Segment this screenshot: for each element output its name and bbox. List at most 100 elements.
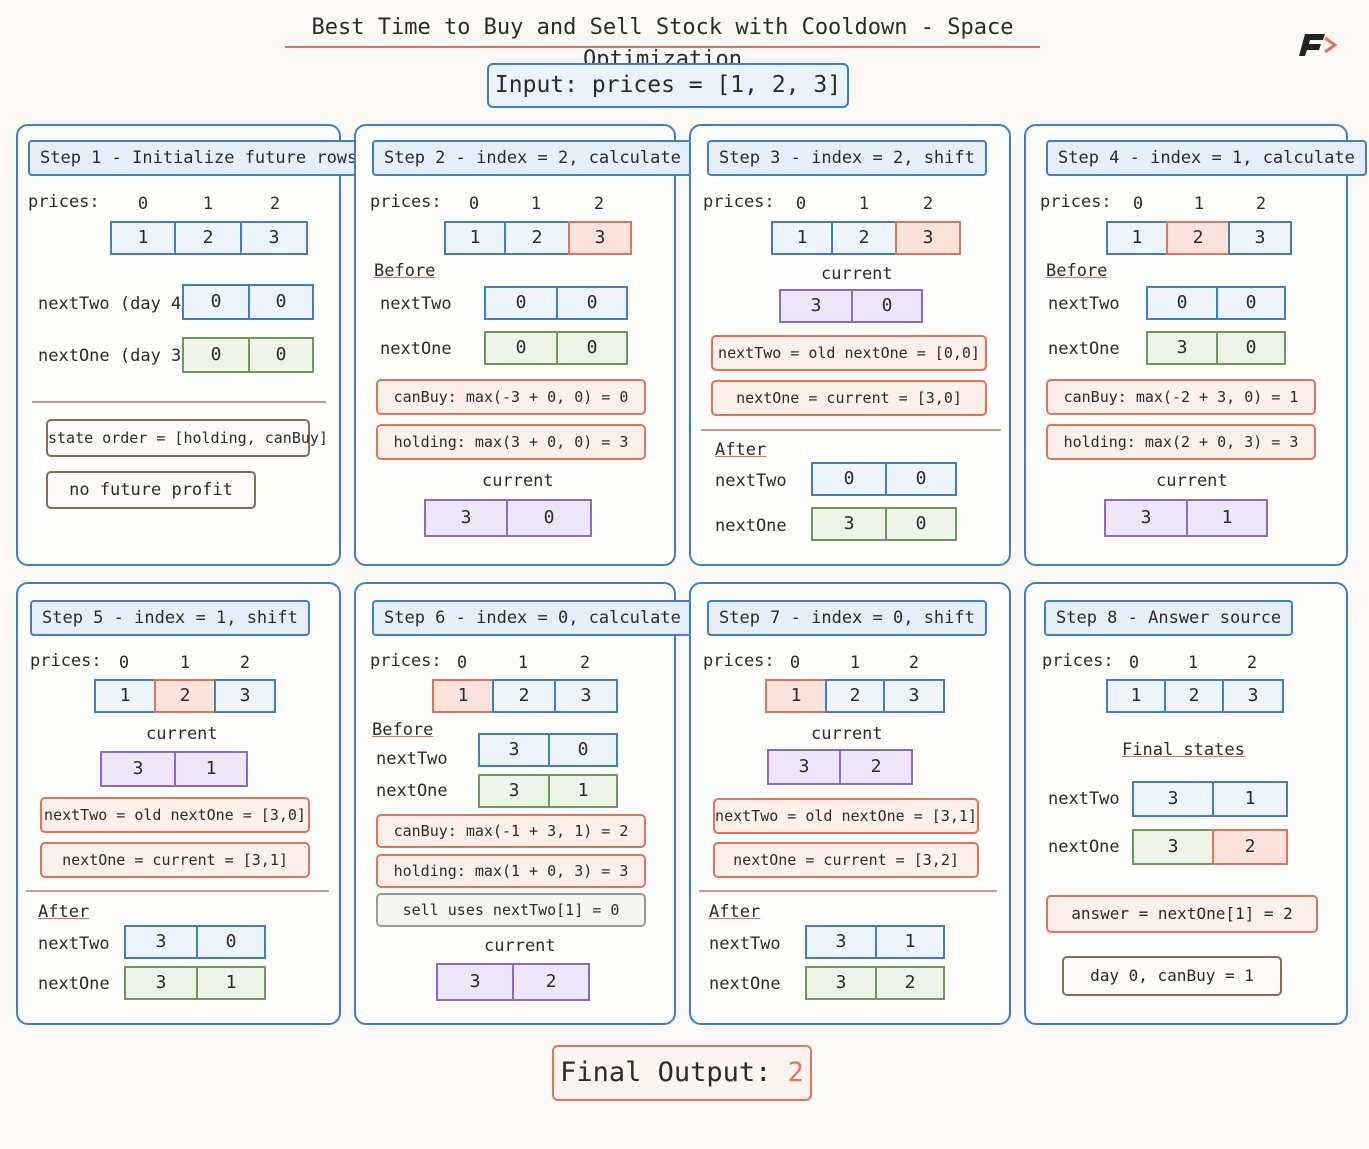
price-index: 1 xyxy=(858,194,870,214)
step-3-header: Step 3 - index = 2, shift xyxy=(707,140,987,176)
price-index: 0 xyxy=(137,194,149,214)
step-2-header: Step 2 - index = 2, calculate xyxy=(372,140,693,176)
nextone-cell: 0 xyxy=(248,337,314,373)
price-cell: 2 xyxy=(174,221,242,255)
nextone-cell: 3 xyxy=(1146,331,1218,365)
price-index: 0 xyxy=(456,653,468,673)
prices-label: prices: xyxy=(370,192,442,212)
price-index: 1 xyxy=(1187,653,1199,673)
price-index: 2 xyxy=(1246,653,1258,673)
formula-nexttwo: nextTwo = old nextOne = [3,0] xyxy=(40,797,310,833)
formula-nexttwo: nextTwo = old nextOne = [0,0] xyxy=(711,335,987,371)
price-index: 1 xyxy=(517,653,529,673)
nextone-cell-highlight: 2 xyxy=(1212,829,1288,865)
current-cell: 0 xyxy=(851,289,923,323)
note-box: state order = [holding, canBuy] xyxy=(46,419,328,457)
current-cell: 0 xyxy=(506,499,592,537)
step-2-panel: Step 2 - index = 2, calculate prices: 0 … xyxy=(354,124,693,566)
price-cell: 3 xyxy=(1222,679,1284,713)
current-cell: 3 xyxy=(424,499,508,537)
nexttwo-label: nextTwo xyxy=(38,934,110,954)
step-8-panel: Step 8 - Answer source prices: 0 1 2 1 2… xyxy=(1024,582,1348,1025)
formula-nextone: nextOne = current = [3,0] xyxy=(711,380,987,416)
nextone-cell: 2 xyxy=(875,966,945,1000)
nexttwo-cell: 3 xyxy=(805,925,877,959)
nexttwo-cell: 0 xyxy=(1146,286,1218,320)
nexttwo-label: nextTwo xyxy=(380,294,452,314)
prices-label: prices: xyxy=(30,651,102,671)
prices-label: prices: xyxy=(28,192,100,212)
page-title: Best Time to Buy and Sell Stock with Coo… xyxy=(285,12,1040,72)
price-cell-highlight: 1 xyxy=(432,679,494,713)
prices-label: prices: xyxy=(1042,651,1114,671)
current-cell: 3 xyxy=(436,963,514,1001)
nexttwo-cell: 0 xyxy=(182,284,250,320)
prices-label: prices: xyxy=(703,651,775,671)
nextone-cell: 0 xyxy=(484,331,558,365)
current-cell: 2 xyxy=(839,749,913,785)
price-index: 2 xyxy=(239,653,251,673)
price-cell: 1 xyxy=(1106,221,1168,255)
step-5-header: Step 5 - index = 1, shift xyxy=(30,600,310,636)
nexttwo-cell: 0 xyxy=(885,462,957,496)
divider xyxy=(701,429,1001,431)
after-label: After xyxy=(715,440,767,460)
formula-holding: holding: max(1 + 0, 3) = 3 xyxy=(376,854,646,888)
price-cell: 2 xyxy=(1164,679,1224,713)
price-cell: 1 xyxy=(444,221,506,255)
step-6-panel: Step 6 - index = 0, calculate prices: 0 … xyxy=(354,582,693,1025)
nexttwo-cell: 0 xyxy=(484,286,558,320)
price-index: 0 xyxy=(789,653,801,673)
nextone-cell: 3 xyxy=(811,507,887,541)
price-index: 1 xyxy=(849,653,861,673)
answer-note: day 0, canBuy = 1 xyxy=(1062,956,1282,996)
nexttwo-cell: 0 xyxy=(1216,286,1286,320)
formula-nexttwo: nextTwo = old nextOne = [3,1] xyxy=(713,798,979,834)
current-cell: 2 xyxy=(512,963,590,1001)
formula-canbuy: canBuy: max(-1 + 3, 1) = 2 xyxy=(376,814,646,848)
price-cell: 1 xyxy=(771,221,833,255)
nexttwo-label: nextTwo xyxy=(376,749,448,769)
nextone-label: nextOne (day 3) xyxy=(38,346,192,366)
price-index: 0 xyxy=(118,653,130,673)
price-cell: 3 xyxy=(1228,221,1292,255)
final-output-value: 2 xyxy=(787,1057,804,1088)
price-cell: 2 xyxy=(831,221,897,255)
nexttwo-cell: 1 xyxy=(1212,781,1288,817)
price-index: 2 xyxy=(922,194,934,214)
current-label: current xyxy=(811,724,883,744)
nexttwo-label: nextTwo xyxy=(715,471,787,491)
price-cell: 1 xyxy=(94,679,156,713)
nextone-label: nextOne xyxy=(1048,837,1120,857)
price-cell: 3 xyxy=(883,679,945,713)
nextone-cell: 3 xyxy=(1132,829,1214,865)
current-label: current xyxy=(821,264,893,284)
nextone-cell: 1 xyxy=(548,774,618,808)
current-label: current xyxy=(1156,471,1228,491)
current-label: current xyxy=(484,936,556,956)
nextone-label: nextOne xyxy=(38,974,110,994)
nextone-cell: 0 xyxy=(556,331,628,365)
step-4-header: Step 4 - index = 1, calculate xyxy=(1046,140,1367,176)
price-cell-highlight: 1 xyxy=(765,679,827,713)
nextone-cell: 0 xyxy=(885,507,957,541)
sell-note: sell uses nextTwo[1] = 0 xyxy=(376,893,646,927)
price-index: 1 xyxy=(530,194,542,214)
step-1-panel: Step 1 - Initialize future rows prices: … xyxy=(16,124,370,566)
price-index: 1 xyxy=(202,194,214,214)
nexttwo-cell: 3 xyxy=(478,733,550,767)
nextone-cell: 0 xyxy=(182,337,250,373)
price-cell: 2 xyxy=(492,679,556,713)
nextone-label: nextOne xyxy=(380,339,452,359)
current-label: current xyxy=(146,724,218,744)
after-label: After xyxy=(709,902,761,922)
nextone-label: nextOne xyxy=(709,974,781,994)
price-index: 1 xyxy=(179,653,191,673)
prices-label: prices: xyxy=(370,651,442,671)
step-4-panel: Step 4 - index = 1, calculate prices: 0 … xyxy=(1024,124,1367,566)
prices-label: prices: xyxy=(703,192,775,212)
price-index: 0 xyxy=(795,194,807,214)
step-1-header: Step 1 - Initialize future rows xyxy=(28,140,370,176)
price-cell: 3 xyxy=(554,679,618,713)
formula-canbuy: canBuy: max(-2 + 3, 0) = 1 xyxy=(1046,379,1316,415)
